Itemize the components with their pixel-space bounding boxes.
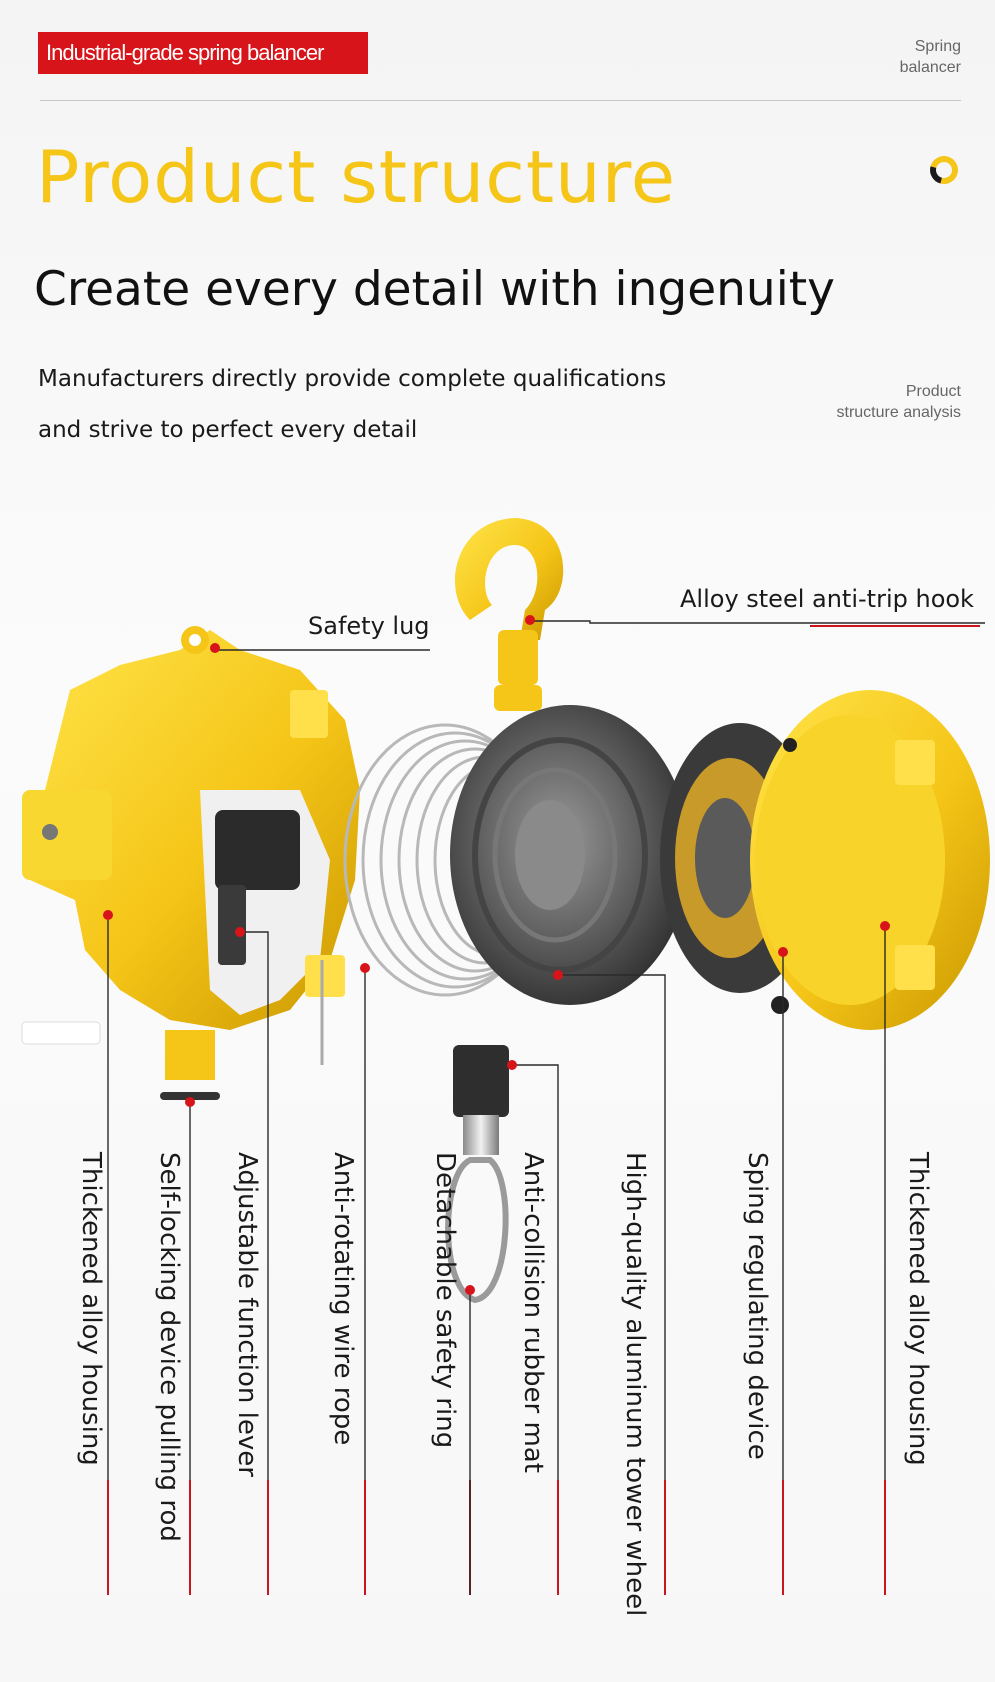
section-caption: Product structure analysis — [837, 381, 962, 423]
left-housing — [21, 626, 360, 1100]
page-title: Product structure — [36, 135, 677, 219]
corner-caption-line2: balancer — [899, 59, 961, 76]
intro-line-2: and strive to perfect every detail — [38, 417, 418, 443]
label-rubber-mat: Anti-collision rubber mat — [518, 1152, 548, 1473]
corner-caption: Spring balancer — [900, 36, 961, 78]
label-spring-regulating: Sping regulating device — [742, 1152, 772, 1460]
label-thickened-housing-left: Thickened alloy housing — [76, 1152, 106, 1466]
category-tag: Industrial-grade spring balancer — [38, 32, 368, 74]
label-tower-wheel: High-quality aluminum tower wheel — [620, 1152, 650, 1617]
tower-drum — [450, 705, 690, 1005]
callout-dots — [103, 615, 890, 1295]
label-adjustable-lever: Adjustable function lever — [232, 1152, 262, 1477]
right-cover — [750, 690, 990, 1030]
label-safety-ring: Detachable safety ring — [430, 1152, 460, 1449]
corner-caption-line1: Spring — [914, 38, 961, 55]
label-thickened-housing-right: Thickened alloy housing — [903, 1152, 933, 1466]
safety-ring-component — [445, 1045, 509, 1304]
callout-hook: Alloy steel anti-trip hook — [680, 585, 974, 613]
page-subtitle: Create every detail with ingenuity — [34, 262, 835, 317]
intro-line-1: Manufacturers directly provide complete … — [38, 366, 667, 392]
hook-component — [455, 518, 564, 711]
callout-safety-lug: Safety lug — [308, 612, 430, 640]
callout-hook-underline — [810, 625, 980, 627]
header-divider — [40, 100, 961, 101]
section-caption-line1: Product — [905, 383, 961, 400]
label-self-locking-rod: Self-locking device pulling rod — [154, 1152, 184, 1542]
label-wire-rope: Anti-rotating wire rope — [328, 1152, 358, 1446]
leader-accents — [107, 1480, 886, 1595]
section-caption-line2: structure analysis — [836, 404, 962, 421]
